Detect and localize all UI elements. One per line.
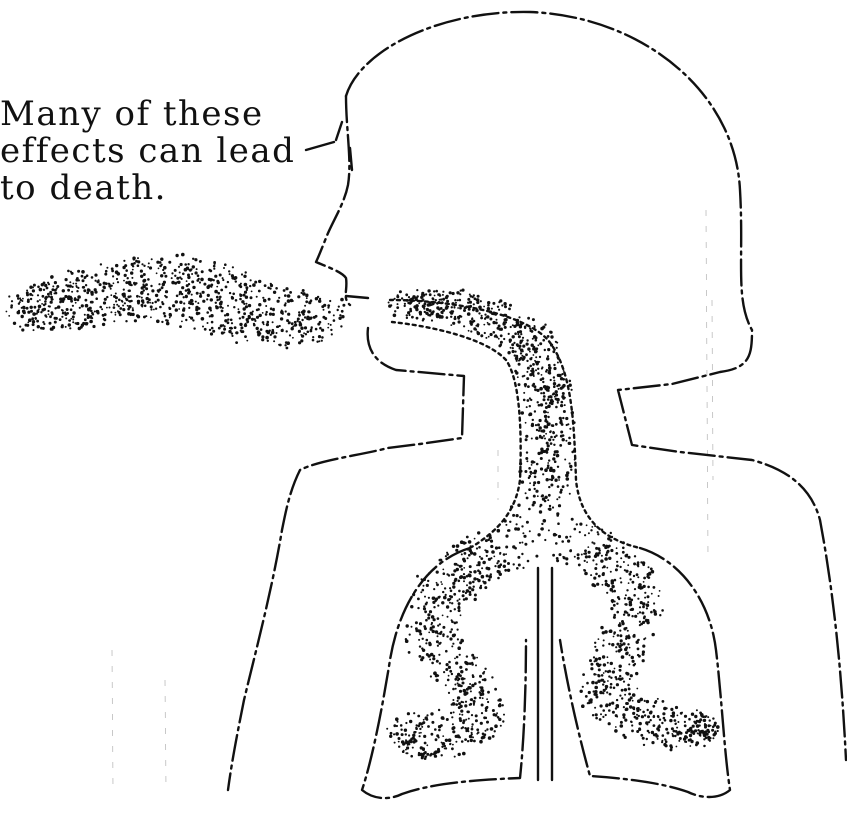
face-profile xyxy=(316,96,350,305)
trachea-outline xyxy=(390,300,640,548)
trachea-inner-outline xyxy=(392,322,521,548)
mouth-mark xyxy=(346,296,368,298)
head-outline xyxy=(346,12,846,760)
chin-neck-outline xyxy=(228,328,464,790)
eye-mark xyxy=(306,122,342,150)
